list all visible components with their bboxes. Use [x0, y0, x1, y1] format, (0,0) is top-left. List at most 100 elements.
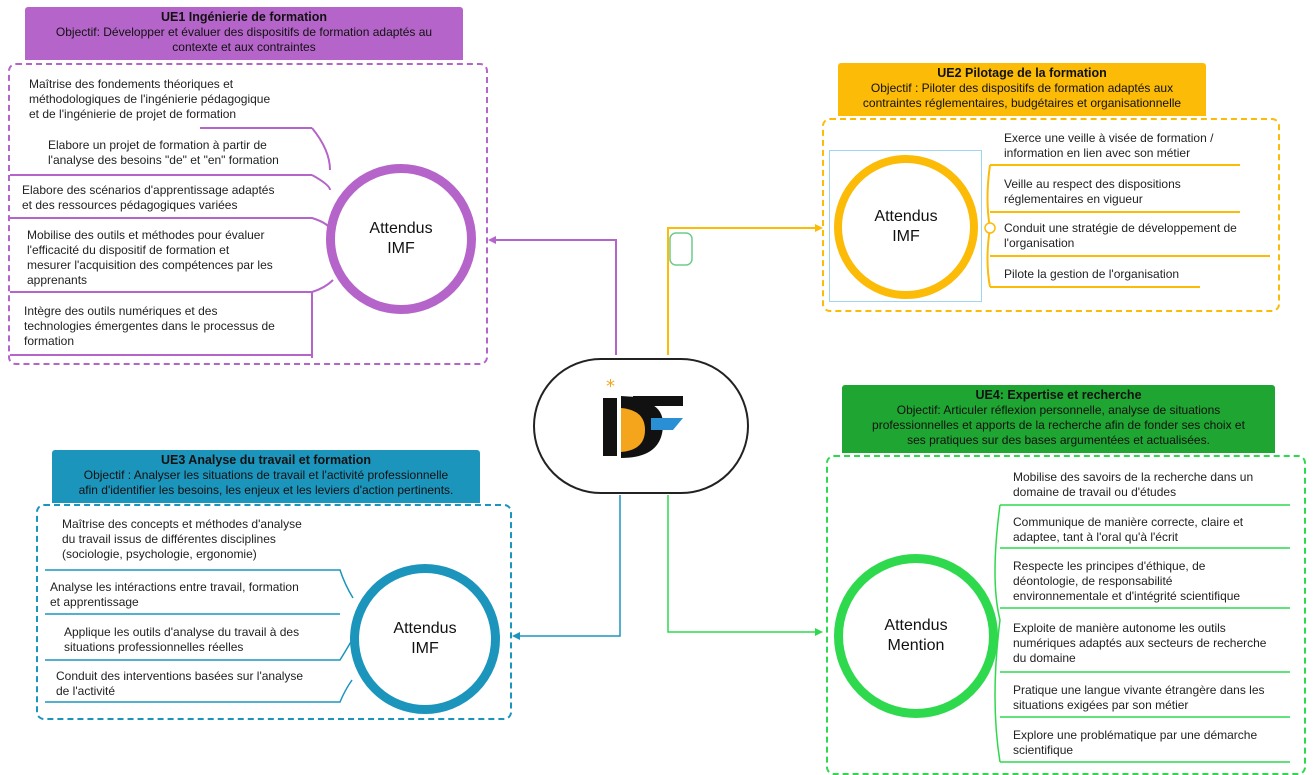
- ue3-item-4-line1: Conduit des interventions basées sur l'a…: [56, 669, 304, 683]
- ue2-item-1-line2: information en lien avec son métier: [1004, 146, 1191, 160]
- ue4-item-6-line1: Explore une problématique par une démarc…: [1013, 728, 1258, 742]
- ue1-item-2-line2: l'analyse des besoins "de" et "en" forma…: [48, 153, 279, 167]
- ue4-item-4-line3: du domaine: [1013, 651, 1076, 665]
- ue3-header: UE3 Analyse du travail et formation Obje…: [52, 450, 480, 503]
- ue2-item-2-line1: Veille au respect des dispositions: [1004, 177, 1181, 191]
- ue4-item-1: Mobilise des savoirs de la recherche dan…: [1013, 470, 1253, 500]
- ue3-item-3-line1: Applique les outils d'analyse du travail…: [64, 625, 300, 639]
- ue4-objective-line2: professionnelles et apports de la recher…: [872, 418, 1245, 432]
- ue1-box: [8, 63, 488, 365]
- ue2-item-3: Conduit une stratégie de développement d…: [1004, 221, 1237, 251]
- ue1-header: UE1 Ingénierie de formation Objectif: Dé…: [25, 7, 463, 60]
- ue1-objective-line1: Objectif: Développer et évaluer des disp…: [55, 25, 433, 39]
- ue1-item-1-line3: et de l'ingénierie de projet de formatio…: [29, 107, 237, 121]
- ue4-item-6-line2: scientifique: [1013, 743, 1074, 757]
- ue3-item-1-line3: (sociologie, psychologie, ergonomie): [62, 547, 257, 561]
- ue1-item-5: Intègre des outils numériques et des tec…: [24, 304, 275, 349]
- imf-logo-icon: *: [603, 376, 683, 458]
- ue4-item-3-line3: environnementale et d'intégrité scientif…: [1013, 589, 1241, 603]
- ue1-circle-line2: IMF: [387, 240, 415, 257]
- ue4-item-2: Communique de manière correcte, claire e…: [1013, 515, 1243, 545]
- ue3-item-3: Applique les outils d'analyse du travail…: [64, 625, 299, 655]
- ue4-item-2-line1: Communique de manière correcte, claire e…: [1013, 515, 1244, 529]
- ue4-item-2-line2: adaptee, tant à l'oral qu'à l'écrit: [1013, 530, 1178, 544]
- ue4-item-1-line1: Mobilise des savoirs de la recherche dan…: [1013, 470, 1254, 484]
- ue2-item-3-line2: l'organisation: [1004, 236, 1075, 250]
- link-ue4: [667, 495, 815, 633]
- ue3-box: [36, 504, 512, 720]
- ue4-circle-line2: Mention: [887, 637, 945, 654]
- ue4-item-5: Pratique une langue vivante étrangère da…: [1013, 683, 1265, 713]
- ue4-circle-line1: Attendus: [884, 617, 948, 634]
- ue3-item-2-line1: Analyse les intéractions entre travail, …: [50, 580, 299, 594]
- ue1-item-4-line1: Mobilise des outils et méthodes pour éva…: [27, 228, 265, 242]
- ue1-item-4-line3: mesurer l'acquisition des compétences pa…: [27, 258, 273, 272]
- ue4-item-3-line2: déontologie, de responsabilité: [1013, 574, 1173, 588]
- ue3-item-1-line2: du travail issus de différentes discipli…: [62, 532, 276, 546]
- ue2-circle-frame: [829, 150, 982, 302]
- ue1-attendus-circle: Attendus IMF: [326, 164, 476, 314]
- link-ue2: [667, 227, 815, 355]
- ue1-item-5-line3: formation: [24, 334, 75, 348]
- ue4-item-4-line1: Exploite de manière autonome les outils: [1013, 621, 1226, 635]
- ue3-item-1: Maîtrise des concepts et méthodes d'anal…: [62, 517, 302, 562]
- ue2-box: [822, 118, 1280, 312]
- ue1-item-3-line2: et des ressources pédagogiques variées: [22, 198, 238, 212]
- link-ue3: [520, 495, 621, 637]
- ue1-item-1-line2: méthodologiques de l'ingénierie pédagogi…: [29, 92, 271, 106]
- ue3-item-1-line1: Maîtrise des concepts et méthodes d'anal…: [62, 517, 302, 531]
- ue3-objective-line2: afin d'identifier les besoins, les enjeu…: [78, 483, 454, 497]
- ue1-item-2-line1: Elabore un projet de formation à partir …: [48, 138, 267, 152]
- ue1-item-5-line1: Intègre des outils numériques et des: [24, 304, 218, 318]
- ue4-objective-line1: Objectif: Articuler réflexion personnell…: [896, 403, 1221, 417]
- ue4-item-3-line1: Respecte les principes d'éthique, de: [1013, 559, 1206, 573]
- ue2-item-3-line1: Conduit une stratégie de développement d…: [1004, 221, 1237, 235]
- ue1-item-4: Mobilise des outils et méthodes pour éva…: [27, 228, 273, 288]
- ue2-item-2: Veille au respect des dispositions régle…: [1004, 177, 1181, 207]
- ue4-item-4-line2: numériques adaptés aux secteurs de reche…: [1013, 636, 1267, 650]
- ue4-objective-line3: ses pratiques sur des bases argumentées …: [907, 433, 1210, 447]
- ue4-item-4: Exploite de manière autonome les outils …: [1013, 621, 1266, 666]
- ue3-item-2: Analyse les intéractions entre travail, …: [50, 580, 299, 610]
- ue1-item-2: Elabore un projet de formation à partir …: [48, 138, 279, 168]
- ue2-item-1-line1: Exerce une veille à visée de formation /: [1004, 131, 1214, 145]
- ue1-item-4-line2: l'efficacité du dispositif de formation …: [27, 243, 230, 257]
- ue2-item-2-line2: réglementaires en vigueur: [1004, 192, 1143, 206]
- ue2-circle-line1: Attendus: [874, 208, 938, 225]
- ue1-objective-line2: contexte et aux contraintes: [172, 40, 316, 54]
- ue4-item-3: Respecte les principes d'éthique, de déo…: [1013, 559, 1240, 604]
- ue1-item-3: Elabore des scénarios d'apprentissage ad…: [22, 183, 274, 213]
- ue3-attendus-circle: Attendus IMF: [350, 564, 500, 714]
- ue2-objective-line1: Objectif : Piloter des dispositifs de fo…: [870, 81, 1174, 95]
- branch-ue1-1: [311, 127, 331, 171]
- ue4-title: UE4: Expertise et recherche: [975, 388, 1142, 402]
- ue4-header: UE4: Expertise et recherche Objectif: Ar…: [842, 385, 1275, 453]
- ue3-title: UE3 Analyse du travail et formation: [160, 453, 371, 467]
- ue4-attendus-circle: Attendus Mention: [834, 554, 998, 718]
- link-ue1: [496, 239, 617, 355]
- ue3-circle-line2: IMF: [411, 640, 439, 657]
- ue1-title: UE1 Ingénierie de formation: [160, 10, 327, 24]
- center-node: *: [533, 358, 749, 494]
- ue4-item-1-line2: domaine de travail ou d'études: [1013, 485, 1177, 499]
- ue4-item-6: Explore une problématique par une démarc…: [1013, 728, 1257, 758]
- ue4-item-5-line2: situations exigées par son métier: [1013, 698, 1189, 712]
- ue3-circle-line1: Attendus: [393, 620, 457, 637]
- ue3-item-4: Conduit des interventions basées sur l'a…: [56, 669, 303, 699]
- ue2-title: UE2 Pilotage de la formation: [937, 66, 1107, 80]
- ue1-item-3-line1: Elabore des scénarios d'apprentissage ad…: [22, 183, 275, 197]
- ue2-item-4-line1: Pilote la gestion de l'organisation: [1004, 267, 1180, 281]
- ue1-item-4-line4: apprenants: [27, 273, 88, 287]
- ue1-item-5-line2: technologies émergentes dans le processu…: [24, 319, 275, 333]
- ue2-item-1: Exerce une veille à visée de formation /…: [1004, 131, 1213, 161]
- ue2-circle-line2: IMF: [892, 228, 920, 245]
- ue3-item-3-line2: situations professionnelles réelles: [64, 640, 244, 654]
- ue3-objective-line1: Objectif : Analyser les situations de tr…: [83, 468, 449, 482]
- ue1-item-1: Maîtrise des fondements théoriques et mé…: [29, 77, 270, 122]
- ue3-item-4-line2: de l'activité: [56, 684, 115, 698]
- ue2-attendus-circle: Attendus IMF: [834, 155, 978, 299]
- ue4-item-5-line1: Pratique une langue vivante étrangère da…: [1013, 683, 1265, 697]
- ue3-item-2-line2: et apprentissage: [50, 595, 139, 609]
- ue2-item-4: Pilote la gestion de l'organisation: [1004, 267, 1179, 282]
